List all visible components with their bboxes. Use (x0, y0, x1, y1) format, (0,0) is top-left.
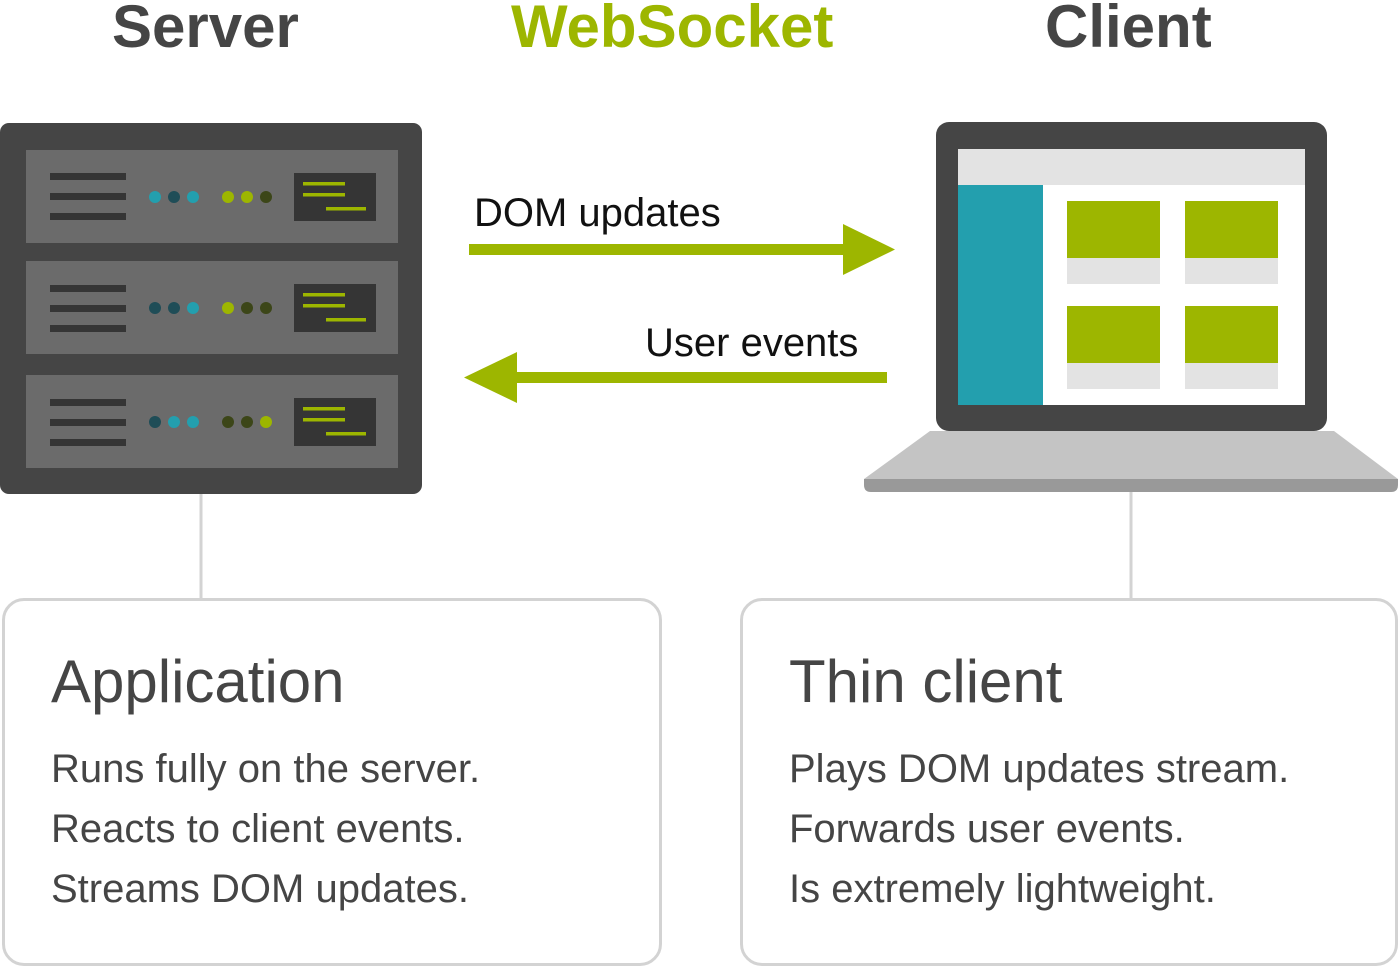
thin-client-card-lines: Plays DOM updates stream. Forwards user … (789, 739, 1289, 919)
user-events-arrow (464, 352, 887, 403)
server-unit-3 (26, 375, 398, 468)
application-card-title: Application (51, 648, 345, 715)
application-line-2: Reacts to client events. (51, 807, 465, 851)
thin-client-line-3: Is extremely lightweight. (789, 867, 1216, 911)
thin-client-line-1: Plays DOM updates stream. (789, 747, 1290, 791)
server-unit-1 (26, 150, 398, 243)
thin-client-card: Thin client Plays DOM updates stream. Fo… (740, 598, 1398, 966)
thin-client-card-title: Thin client (789, 648, 1063, 715)
dom-updates-label: DOM updates (474, 191, 721, 235)
user-events-label: User events (645, 321, 859, 365)
application-card-lines: Runs fully on the server. Reacts to clie… (51, 739, 480, 919)
dom-updates-arrow (469, 224, 895, 275)
laptop-icon (864, 122, 1398, 492)
server-rack-icon (0, 123, 422, 494)
application-card: Application Runs fully on the server. Re… (2, 598, 662, 966)
thin-client-line-2: Forwards user events. (789, 807, 1185, 851)
server-heading: Server (112, 0, 299, 60)
server-unit-2 (26, 261, 398, 354)
application-line-1: Runs fully on the server. (51, 747, 481, 791)
application-line-3: Streams DOM updates. (51, 867, 469, 911)
websocket-heading: WebSocket (511, 0, 834, 60)
client-heading: Client (1045, 0, 1212, 60)
